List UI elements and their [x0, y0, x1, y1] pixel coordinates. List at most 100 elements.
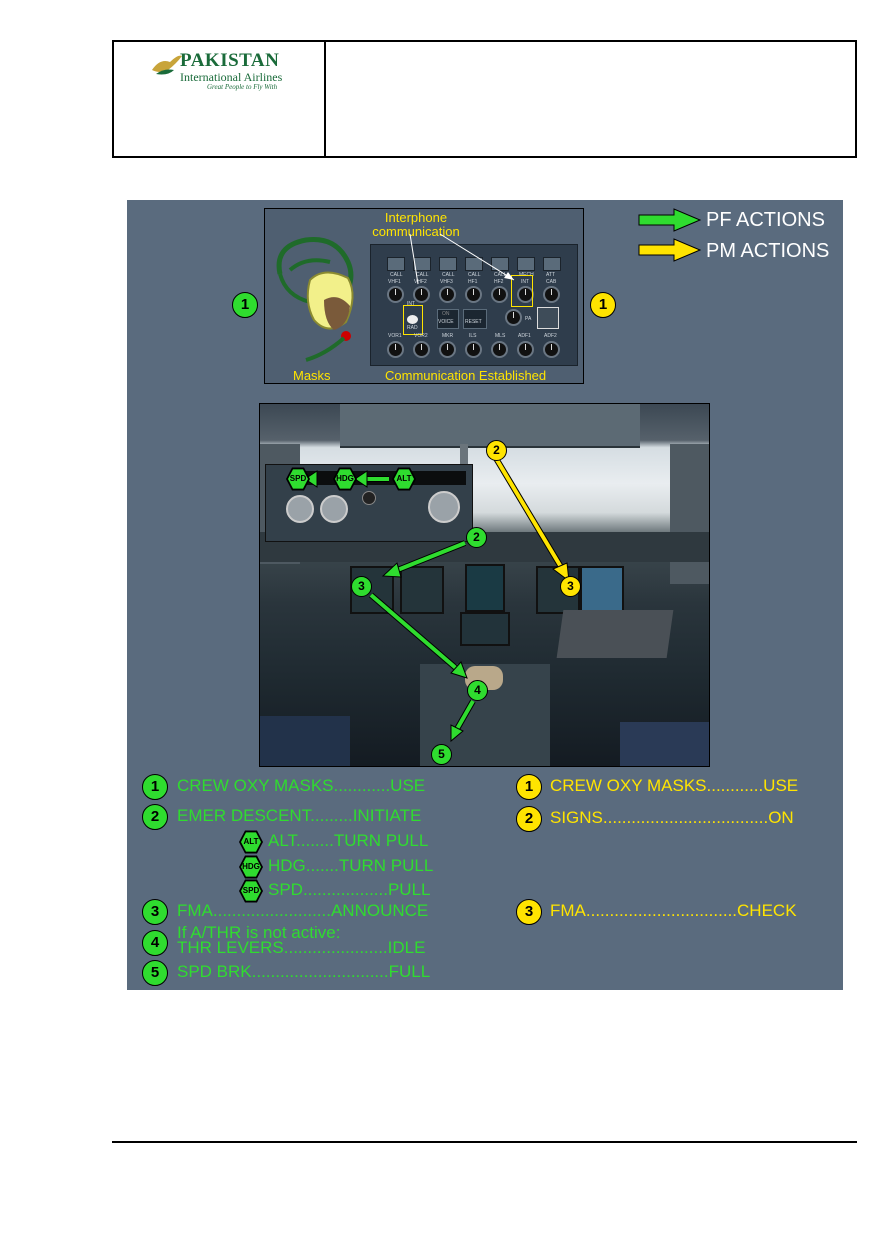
fcu-hdg-icon: HDG	[333, 467, 357, 491]
pf-hdg-text: HDG.......TURN PULL	[268, 856, 434, 875]
pm-item-3-text: FMA................................CHECK	[550, 901, 797, 920]
acp-label: CALL	[390, 272, 403, 278]
pf-step-4-marker: 4	[467, 680, 488, 701]
acp-label: MKR	[442, 333, 454, 339]
reset-button	[463, 309, 487, 329]
pf-step-1-marker: 1	[232, 292, 258, 318]
acp-label: HF1	[468, 279, 478, 285]
interphone-label: Interphone communication	[372, 210, 460, 239]
oxygen-mask-icon	[276, 236, 354, 362]
airline-name: PAKISTAN	[180, 50, 280, 71]
int-knob	[517, 286, 534, 303]
acp-label: VOR1	[388, 333, 402, 339]
mls-knob	[491, 341, 508, 358]
alt-hex-icon: ALT	[239, 830, 263, 854]
fcu-spd-icon: SPD	[286, 467, 310, 491]
airline-logo-icon	[152, 55, 182, 75]
audio-control-panel: CALL CALL CALL CALL CALL MECH ATT VHF1 V…	[370, 244, 578, 366]
acp-label: ILS	[469, 333, 477, 339]
pf-item-1-text: CREW OXY MASKS............USE	[177, 776, 426, 795]
hf1-knob	[465, 286, 482, 303]
pa-key	[537, 307, 559, 329]
pm-item-2-text: SIGNS...................................…	[550, 808, 794, 827]
pf-item-3-number: 3	[142, 899, 168, 925]
acp-label: VHF3	[440, 279, 453, 285]
acp-label: ATT	[546, 272, 556, 278]
document-header	[112, 40, 857, 158]
fcu-alt-icon: ALT	[392, 467, 416, 491]
pf-item-2-text: EMER DESCENT.........INITIATE	[177, 806, 422, 825]
acp-call-key	[439, 257, 457, 271]
int-rad-switch	[403, 305, 423, 335]
acp-mech-key	[517, 257, 535, 271]
vhf1-knob	[387, 286, 404, 303]
airline-tagline: Great People to Fly With	[207, 83, 278, 91]
pm-item-2-number: 2	[516, 806, 542, 832]
vor2-knob	[413, 341, 430, 358]
pf-step-2-marker: 2	[466, 527, 487, 548]
pm-item-1-text: CREW OXY MASKS............USE	[550, 776, 799, 795]
int-highlight	[511, 275, 533, 307]
ils-knob	[465, 341, 482, 358]
acp-label: RESET	[465, 319, 482, 325]
adf1-knob	[517, 341, 534, 358]
acp-label: CAB	[546, 279, 557, 285]
acp-call-key	[491, 257, 509, 271]
acp-label: ON	[442, 311, 450, 317]
cockpit-arrows-icon	[291, 453, 570, 743]
legend-arrows-icon	[638, 208, 702, 262]
pf-item-2-number: 2	[142, 804, 168, 830]
acp-label: CALL	[416, 272, 429, 278]
pf-step-3-marker: 3	[351, 576, 372, 597]
acp-label: HF2	[494, 279, 504, 285]
acp-label: INT	[407, 301, 416, 307]
vhf3-knob	[439, 286, 456, 303]
pm-item-1-number: 1	[516, 774, 542, 800]
acp-label: CALL	[494, 272, 507, 278]
pf-item-4-number: 4	[142, 930, 168, 956]
acp-label: CALL	[468, 272, 481, 278]
acp-label: VHF2	[414, 279, 427, 285]
pm-item-3-number: 3	[516, 899, 542, 925]
hdg-hex-icon: HDG	[239, 855, 263, 879]
acp-label: ADF1	[518, 333, 531, 339]
pm-step-2-marker: 2	[486, 440, 507, 461]
acp-call-key	[387, 257, 405, 271]
pf-item-5-number: 5	[142, 960, 168, 986]
pf-item-4-text: THR LEVERS......................IDLE	[177, 938, 426, 957]
pf-item-4-condition: If A/THR is not active:	[177, 923, 341, 942]
acp-label: VOICE	[438, 319, 454, 325]
acp-label: ADF2	[544, 333, 557, 339]
cab-knob	[543, 286, 560, 303]
acp-label: INT	[521, 279, 530, 285]
acp-att-key	[543, 257, 561, 271]
fcu-inset	[265, 464, 473, 542]
comm-established-label: Communication Established	[385, 368, 547, 383]
pf-item-5-text: SPD BRK.............................FULL	[177, 962, 431, 981]
vor1-knob	[387, 341, 404, 358]
mkr-knob	[439, 341, 456, 358]
legend-pm: PM ACTIONS	[706, 240, 830, 262]
adf2-knob	[543, 341, 560, 358]
pm-step-1-marker: 1	[590, 292, 616, 318]
acp-label: RAD	[407, 325, 418, 331]
acp-label: VHF1	[388, 279, 401, 285]
acp-label: PA	[525, 316, 532, 322]
acp-label: CALL	[442, 272, 455, 278]
header-divider	[324, 40, 326, 158]
voice-button	[437, 309, 459, 329]
acp-label: MLS	[495, 333, 506, 339]
interphone-pointer-icon	[409, 233, 515, 285]
masks-label: Masks	[293, 368, 331, 383]
vhf2-knob	[413, 286, 430, 303]
hf2-knob	[491, 286, 508, 303]
pf-item-3-text: FMA.........................ANNOUNCE	[177, 901, 429, 920]
legend-pf: PF ACTIONS	[706, 209, 825, 231]
footer-divider	[112, 1141, 857, 1143]
spd-hex-icon: SPD	[239, 879, 263, 903]
acp-label: VOR2	[414, 333, 428, 339]
acp-call-key	[465, 257, 483, 271]
airline-subtitle: International Airlines	[180, 70, 283, 84]
pa-knob	[505, 309, 522, 326]
pf-alt-text: ALT........TURN PULL	[268, 831, 429, 850]
